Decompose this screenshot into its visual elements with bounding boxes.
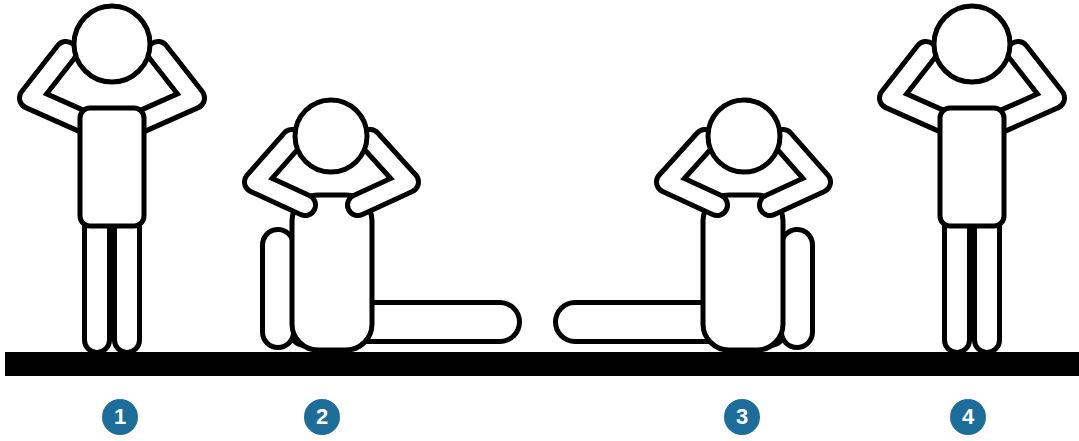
callout-badge <box>102 399 138 435</box>
callout-badge <box>304 399 340 435</box>
floor-bar <box>5 352 1079 376</box>
callout-number: 3 <box>724 399 760 435</box>
sitting-figure <box>255 100 500 350</box>
callout-badge <box>950 399 986 435</box>
callout-number: 4 <box>950 399 986 435</box>
callout-number: 1 <box>102 399 138 435</box>
standing-figure <box>30 6 194 340</box>
standing-figure <box>890 6 1054 340</box>
callout-badge <box>724 399 760 435</box>
callout-number: 2 <box>304 399 340 435</box>
sitting-figure <box>575 100 820 350</box>
